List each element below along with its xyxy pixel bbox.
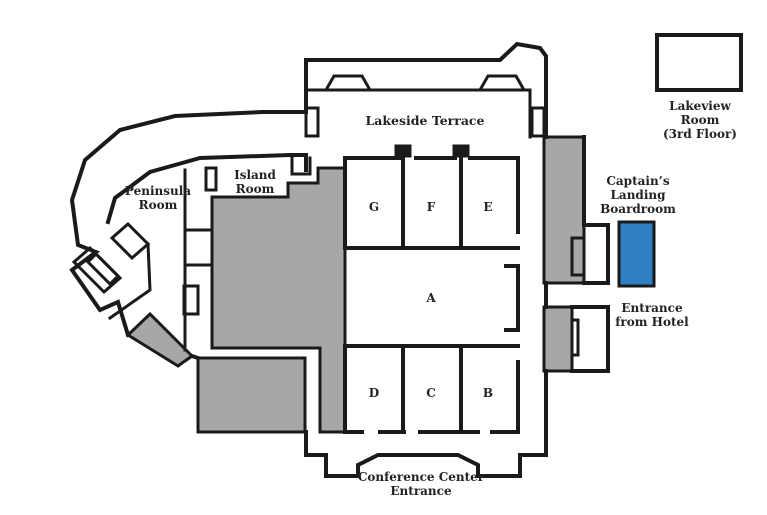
captains-door-step xyxy=(570,236,586,277)
terrace-alcove-right xyxy=(477,74,527,92)
divider-marker-2 xyxy=(452,144,470,158)
gray-diagonal-corridor xyxy=(125,311,195,368)
lakeview-room-label-2: Room xyxy=(681,113,720,127)
room-b-label: B xyxy=(483,386,493,400)
room-g-label: G xyxy=(369,200,379,214)
island-room-label-2: Room xyxy=(236,182,275,196)
peninsula-door-block xyxy=(109,221,151,261)
gray-block-bottom-left xyxy=(196,356,307,434)
peninsula-room-label-1: Peninsula xyxy=(125,184,191,198)
rooms-bottom-row xyxy=(343,344,520,434)
terrace-pillar-left xyxy=(304,106,320,138)
left-wing-outline xyxy=(69,110,308,361)
lakeview-room-label-1: Lakeview xyxy=(669,99,731,113)
entrance-hotel-label-2: from Hotel xyxy=(615,315,689,329)
conference-entrance-label-2: Entrance xyxy=(390,484,452,498)
hotel-door-step xyxy=(570,318,580,357)
terrace-pillar-right xyxy=(530,106,546,138)
room-f-label: F xyxy=(427,200,436,214)
lakeview-room-label-3: (3rd Floor) xyxy=(663,127,737,141)
labels: Lakeside Terrace Lakeview Room (3rd Floo… xyxy=(125,99,737,498)
entrance-hotel-label-1: Entrance xyxy=(621,301,683,315)
conference-entrance-label-1: Conference Center xyxy=(358,470,485,484)
divider-marker-1 xyxy=(394,144,412,158)
peninsula-room-wall xyxy=(107,242,152,321)
island-room-label-1: Island xyxy=(234,168,276,182)
captains-landing-label-2: Landing xyxy=(610,188,666,202)
lakeside-terrace-label: Lakeside Terrace xyxy=(366,113,485,128)
rooms-top-row xyxy=(343,156,520,250)
left-wing-inner xyxy=(105,153,308,225)
peninsula-room-label-2: Room xyxy=(139,198,178,212)
inner-left-column xyxy=(182,284,200,316)
room-d-label: D xyxy=(369,386,379,400)
gray-block-right-upper xyxy=(542,135,586,285)
room-c-label: C xyxy=(426,386,436,400)
captains-landing-walls xyxy=(570,135,610,373)
peninsula-bay-inner xyxy=(85,251,121,287)
meeting-rooms xyxy=(343,144,520,434)
main-outline xyxy=(304,41,548,478)
captains-landing-label-3: Boardroom xyxy=(600,202,676,216)
room-a-label: A xyxy=(425,291,436,305)
room-a-wall xyxy=(504,264,520,332)
right-wing xyxy=(570,135,610,373)
island-column xyxy=(204,166,218,192)
room-e-label: E xyxy=(483,200,492,214)
captains-landing-label-1: Captain’s xyxy=(606,174,669,188)
lakeview-room-box xyxy=(655,33,743,92)
gray-block-right-lower xyxy=(542,305,574,373)
terrace-alcove-left xyxy=(323,74,373,92)
building-walls xyxy=(69,41,548,478)
island-stair xyxy=(290,156,312,176)
captains-landing-highlight xyxy=(617,220,656,288)
gray-areas xyxy=(125,135,586,434)
